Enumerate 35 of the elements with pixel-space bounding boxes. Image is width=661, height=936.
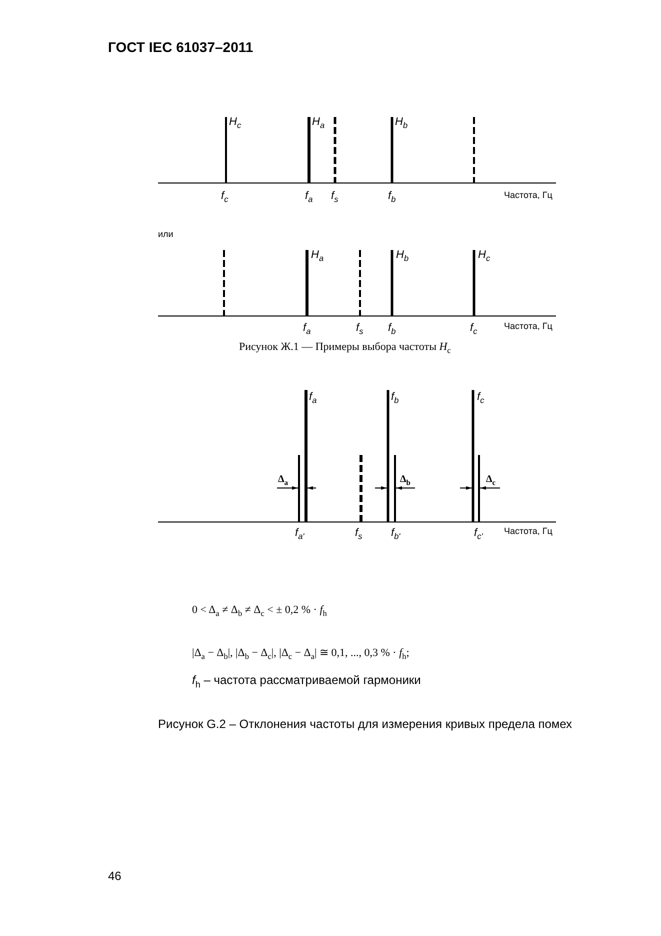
amplitude-label: H$_{c}$ — [229, 116, 242, 130]
delta-label: Δ$_{a}$ — [278, 474, 288, 488]
frequency-label: f$_{a}$ — [305, 190, 313, 204]
axis-label: Частота, Гц — [504, 322, 552, 332]
frequency-label: f$_{b}$ — [388, 190, 396, 204]
note-text: или — [158, 230, 174, 240]
amplitude-label: H$_{a}$ — [311, 249, 324, 264]
delta-label: Δ$_{b}$ — [400, 474, 410, 488]
frequency-label: f$_{c}$ — [477, 391, 484, 406]
definition-text: f$_{h}$ – частота рассматриваемой гармоники — [192, 674, 421, 690]
page-number: 46 — [108, 870, 122, 884]
axis-label: Частота, Гц — [504, 191, 552, 201]
frequency-label: f$_{c'}$ — [474, 527, 483, 542]
frequency-label: f$_{a'}$ — [295, 527, 304, 542]
amplitude-label: H$_{b}$ — [396, 249, 409, 264]
amplitude-label: H$_{a}$ — [312, 116, 325, 130]
amplitude-label: H$_{b}$ — [395, 116, 408, 130]
axis-label: Частота, Гц — [504, 527, 552, 537]
frequency-label: f$_{b}$ — [391, 391, 399, 406]
frequency-label: f$_{c}$ — [470, 322, 478, 336]
formula: |Δ$_{a}$ − Δ$_{b}$|, |Δ$_{b}$ − Δ$_{c}$|, |Δ$_{c}$ − Δ$_{a}$| ≅ 0,1, ..., 0,3 % · f$_{h}$; — [192, 647, 410, 662]
figure-caption: Рисунок Ж.1 — Примеры выбора частоты H$_{c}$ — [239, 341, 451, 356]
frequency-label: f$_{a}$ — [303, 322, 311, 336]
frequency-label: f$_{b'}$ — [391, 527, 400, 542]
figure-caption: Рисунок G.2 – Отклонения частоты для измерения кривых предела помех — [158, 718, 572, 732]
page-header: ГОСТ IEC 61037–2011 — [108, 40, 254, 56]
frequency-label: f$_{s}$ — [331, 190, 338, 204]
amplitude-label: H$_{c}$ — [478, 249, 490, 264]
formula: 0 < Δ$_{a}$ ≠ Δ$_{b}$ ≠ Δ$_{c}$ < ± 0,2 % · f$_{h}$ — [192, 604, 327, 618]
delta-label: Δ$_{c}$ — [486, 474, 496, 488]
frequency-label: f$_{c}$ — [221, 190, 228, 204]
frequency-label: f$_{s}$ — [355, 527, 362, 542]
frequency-label: f$_{a}$ — [309, 391, 317, 406]
frequency-label: f$_{b}$ — [388, 322, 396, 336]
frequency-label: f$_{s}$ — [356, 322, 364, 336]
